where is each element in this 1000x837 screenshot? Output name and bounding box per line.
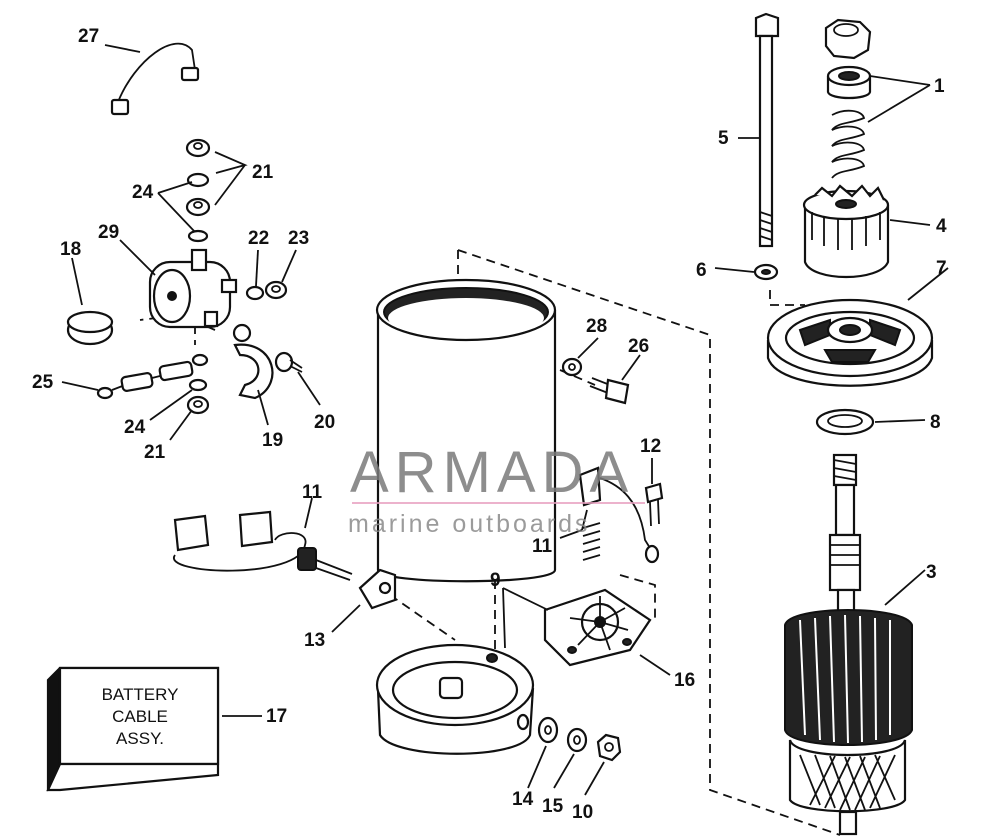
callout-4: 4	[936, 216, 947, 237]
callout-22: 22	[248, 228, 269, 249]
callout-23: 23	[288, 228, 309, 249]
frame-housing	[375, 278, 557, 583]
part-18-boot	[66, 310, 114, 346]
part-12-screw	[644, 482, 664, 527]
battery-box-line1: BATTERY	[102, 685, 179, 704]
callout-7: 7	[936, 258, 947, 279]
battery-box-line2: CABLE	[112, 707, 168, 726]
callout-15: 15	[542, 796, 564, 817]
callout-18: 18	[60, 239, 81, 260]
callout-11-left: 11	[302, 482, 323, 503]
callout-26: 26	[628, 336, 649, 357]
part-26-thru-bolt	[589, 377, 630, 405]
part-13-terminal	[358, 568, 397, 610]
callout-19: 19	[262, 430, 283, 451]
callout-5: 5	[718, 128, 729, 149]
part-15-washer	[566, 727, 588, 753]
watermark-tagline: marine outboards	[348, 510, 591, 538]
part-1-spring	[831, 109, 866, 179]
callout-11-right: 11	[532, 536, 553, 557]
callout-9: 9	[490, 570, 501, 591]
part-29-solenoid	[148, 248, 238, 329]
part-20-screw	[274, 351, 303, 373]
part-10-nut	[596, 733, 622, 762]
part-21-nut-mid	[185, 197, 211, 217]
part-4-drive-pinion	[802, 184, 890, 278]
part-6-washer	[753, 263, 779, 281]
part-24-washer-mid	[187, 229, 209, 243]
callout-14: 14	[512, 789, 534, 810]
part-11-brush-right	[578, 466, 660, 564]
part-19-bracket	[232, 323, 274, 400]
part-7-drive-end-plate	[766, 298, 934, 387]
part-3-armature	[784, 453, 913, 836]
part-1-nut	[824, 18, 872, 60]
part-27-ground-cable	[110, 42, 200, 116]
callout-12: 12	[640, 436, 661, 457]
part-21-nut-low	[186, 395, 210, 415]
callout-27: 27	[78, 26, 99, 47]
callout-3: 3	[926, 562, 937, 583]
callout-6: 6	[696, 260, 707, 281]
callout-21-top: 21	[252, 162, 274, 183]
part-14-washer	[537, 716, 559, 744]
part-22-lockwasher	[245, 285, 265, 301]
battery-box-line3: ASSY.	[116, 729, 164, 748]
callout-24-top: 24	[132, 182, 154, 203]
callout-25: 25	[32, 372, 54, 393]
callout-28: 28	[586, 316, 607, 337]
callout-24-low: 24	[124, 417, 146, 438]
part-24-washer-low	[188, 378, 208, 392]
callout-labels: 27 21 24 29 18 22 23 25 24 21 19 20 11 1…	[32, 26, 947, 823]
part-23-nut	[264, 280, 288, 300]
part-5-thru-bolt	[754, 12, 780, 248]
part-21-nut-top	[185, 138, 211, 158]
callout-8: 8	[930, 412, 941, 433]
watermark-brand: ARMADA	[350, 440, 634, 505]
callout-21-low: 21	[144, 442, 166, 463]
part-17-battery-cable-box: BATTERY CABLE ASSY.	[46, 666, 220, 792]
part-24-washer-top	[186, 172, 210, 188]
part-28-lockwasher	[561, 357, 583, 377]
part-11-brushes-left	[173, 510, 353, 581]
end-cap	[375, 643, 535, 755]
callout-17: 17	[266, 706, 287, 727]
part-16-brush-holder	[543, 588, 652, 667]
part-25-terminal-lead	[96, 353, 209, 400]
callout-13: 13	[304, 630, 325, 651]
leader-lines	[61, 44, 949, 796]
callout-10: 10	[572, 802, 593, 823]
callout-1: 1	[934, 76, 945, 97]
callout-16: 16	[674, 670, 695, 691]
part-8-thrust-washer	[815, 408, 875, 436]
callout-29: 29	[98, 222, 119, 243]
callout-20: 20	[314, 412, 335, 433]
part-1-spacer	[826, 65, 872, 100]
